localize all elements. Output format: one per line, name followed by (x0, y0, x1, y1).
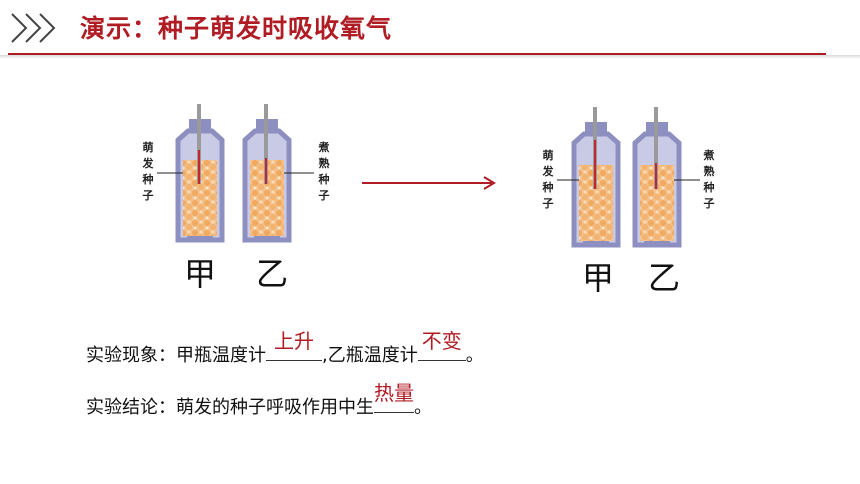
bottle-group-before (157, 104, 700, 248)
bottle-name-yi-after: 乙 (648, 259, 681, 297)
answer-unchanged: 不变 (421, 329, 462, 353)
title-divider (8, 53, 826, 55)
answer-blank-2: 不变 (417, 329, 466, 361)
conclusion-line: 实验结论：萌发的种子呼吸作用中生热量。 (86, 381, 432, 421)
answer-blank-3: 热量 (374, 381, 414, 413)
bottle-jia-before (157, 104, 225, 243)
label-germinating-after: 萌发种子 (542, 149, 554, 210)
bottle-name-jia-before: 甲 (184, 255, 217, 293)
conclusion-suffix: 。 (414, 397, 432, 418)
label-boiled-before: 煮熟种子 (318, 141, 330, 202)
header-shadow (0, 55, 860, 59)
bottle-name-yi-before: 乙 (256, 255, 289, 293)
answer-heat: 热量 (374, 381, 414, 405)
slide-header: 演示：种子萌发时吸收氧气 (0, 0, 860, 60)
phenomenon-suffix: 。 (465, 345, 484, 366)
label-boiled-after: 煮熟种子 (703, 149, 715, 210)
conclusion-prefix: 实验结论：萌发的种子呼吸作用中生 (86, 397, 374, 418)
bottle-name-jia-after: 甲 (582, 259, 615, 297)
arrow-right-icon (362, 176, 496, 190)
phenomenon-middle: ,乙瓶温度计 (322, 345, 418, 366)
chevron-right-icon (11, 13, 56, 43)
phenomenon-prefix: 实验现象：甲瓶温度计 (86, 345, 266, 366)
page-title: 演示：种子萌发时吸收氧气 (80, 14, 393, 43)
answer-rise: 上升 (274, 329, 314, 353)
bottle-yi-before (242, 104, 314, 243)
bottle-jia-after (557, 107, 621, 248)
phenomenon-line: 实验现象：甲瓶温度计上升 ,乙瓶温度计不变。 (86, 329, 484, 369)
label-germinating-before: 萌发种子 (142, 141, 154, 202)
answer-blank-1: 上升 (266, 329, 322, 361)
bottle-yi-after (632, 107, 700, 248)
